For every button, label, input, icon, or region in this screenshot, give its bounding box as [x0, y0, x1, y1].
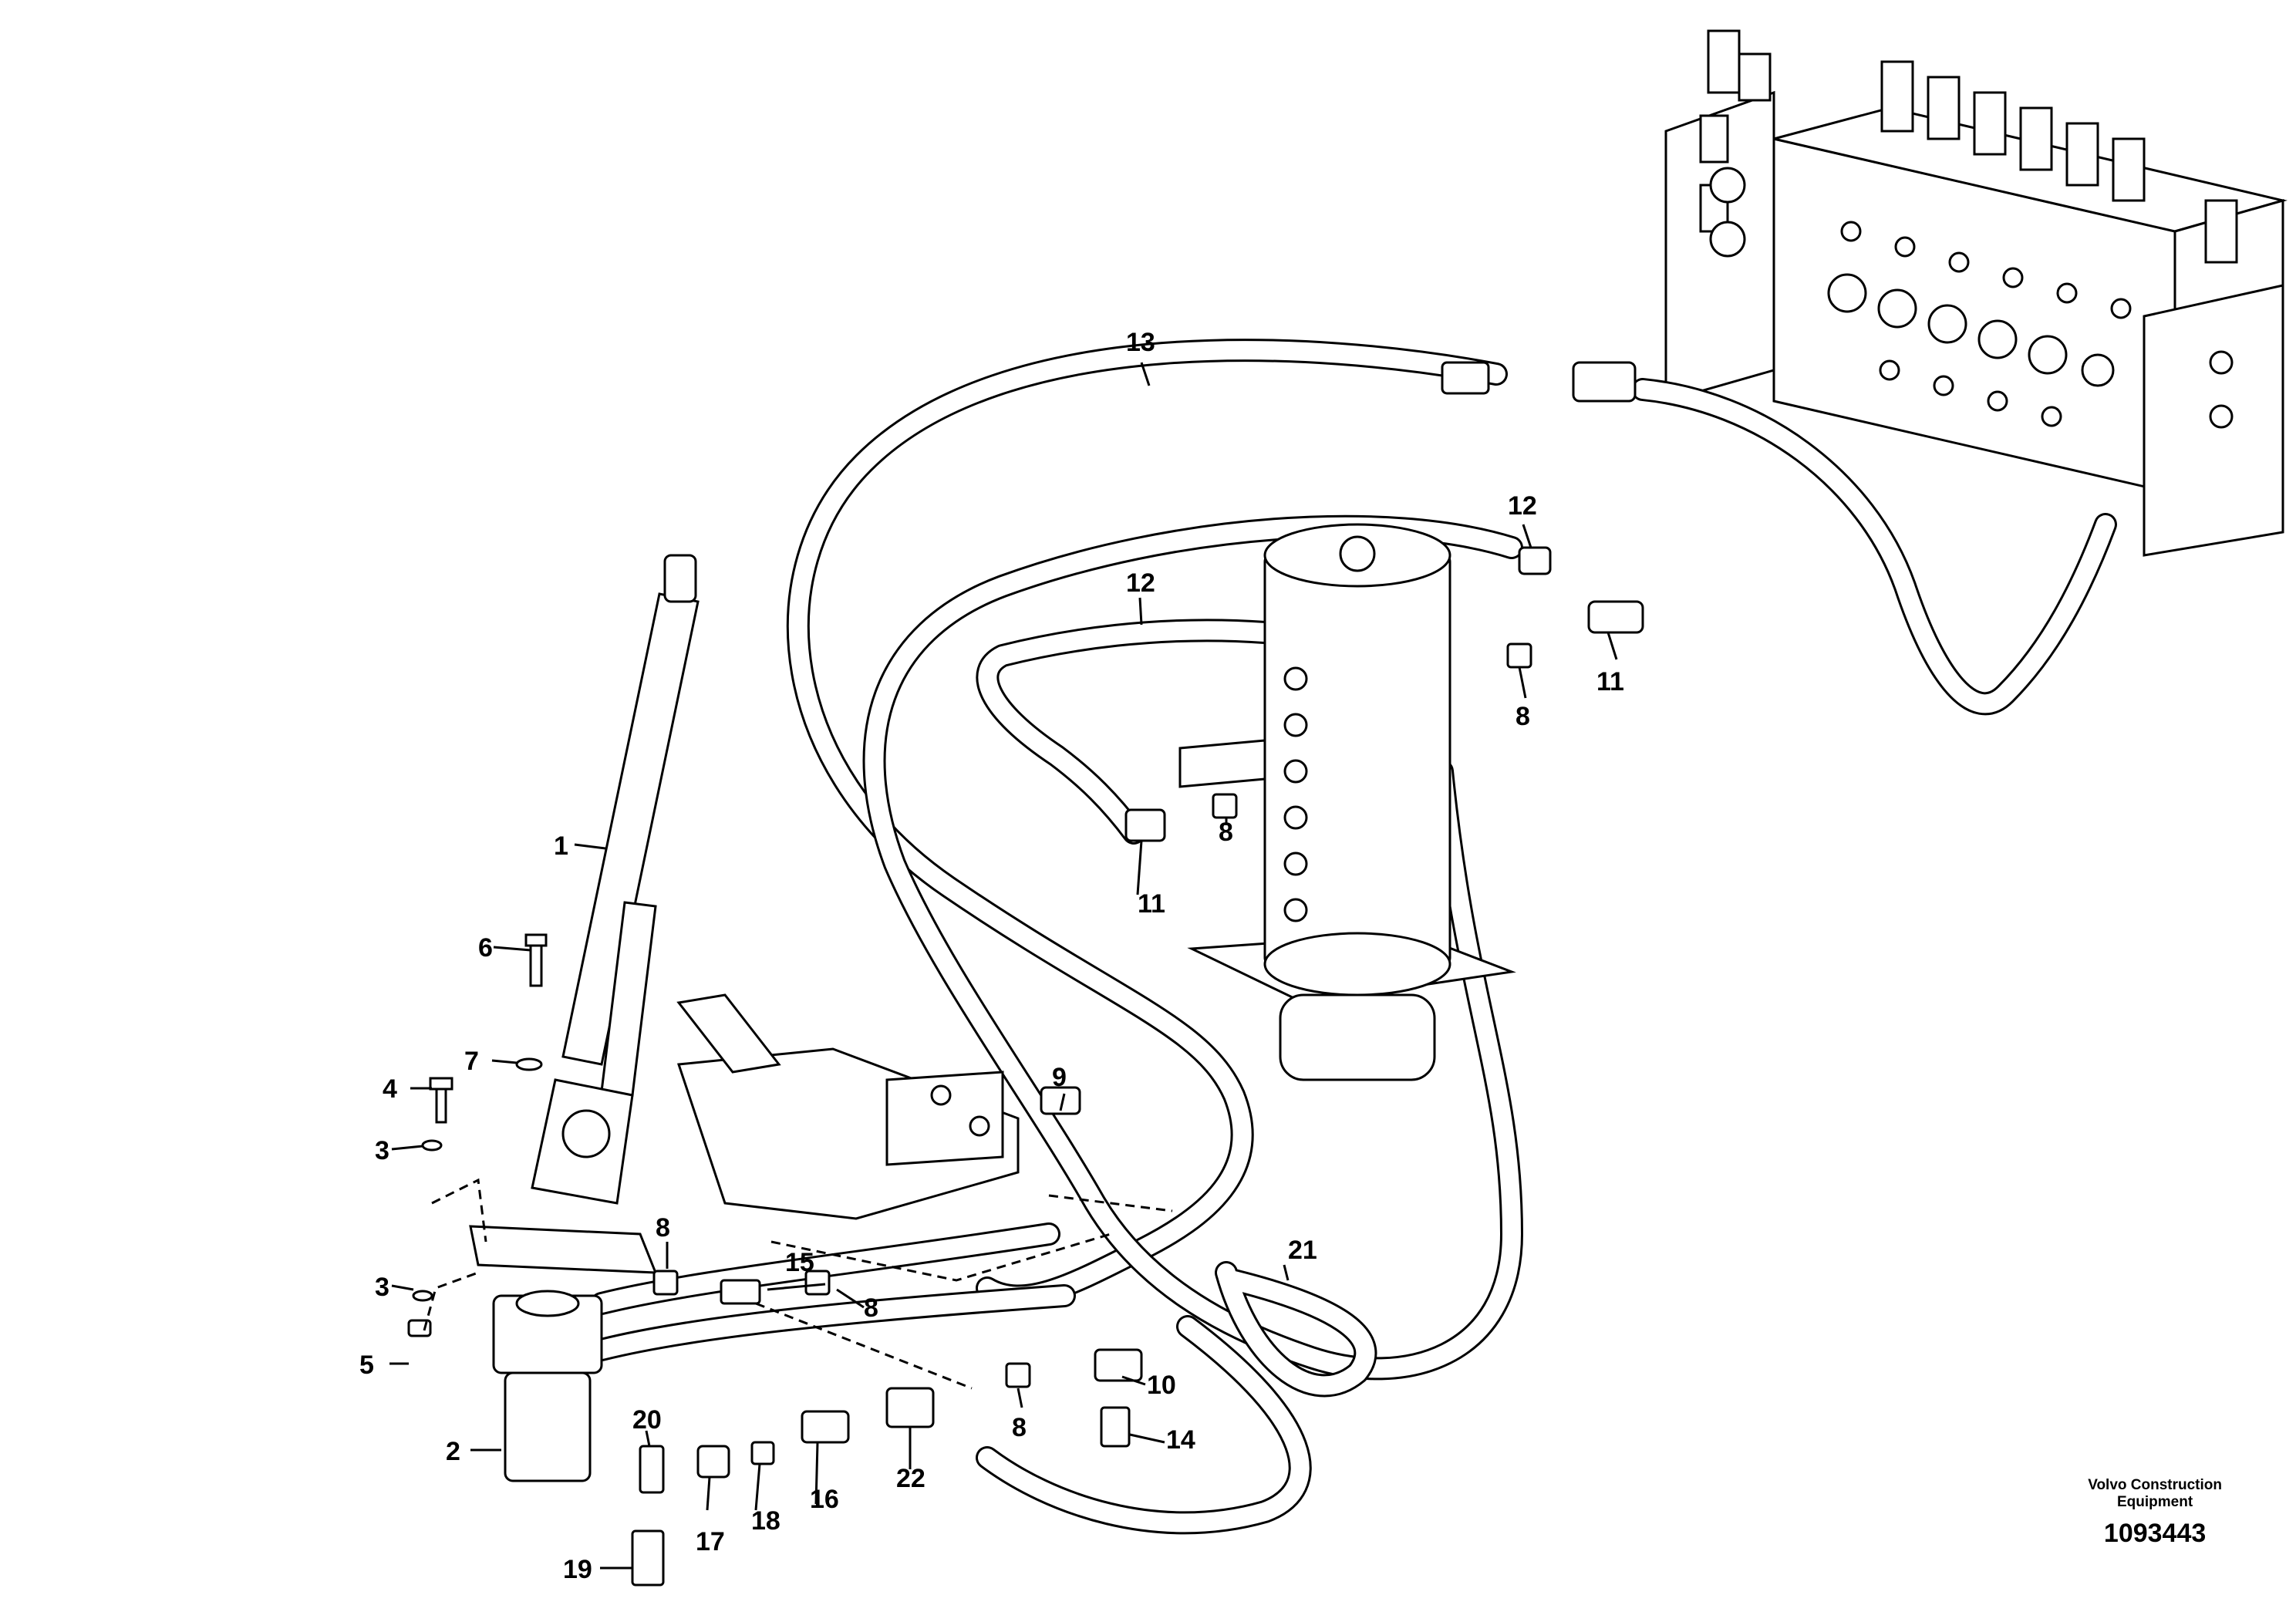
callout-22: 22	[896, 1464, 925, 1493]
callout-8c: 8	[1219, 818, 1233, 847]
callout-13: 13	[1126, 328, 1155, 357]
callout-18: 18	[751, 1506, 781, 1536]
callouts: 1 2 3 3 4 5 6 7 8 8 8 8 8 9 10 11 11 12 …	[359, 328, 1624, 1584]
callout-8a: 8	[656, 1213, 670, 1243]
company-name-line1: Volvo Construction	[2088, 1477, 2222, 1493]
hose-13	[786, 339, 1508, 1308]
callout-6: 6	[478, 933, 493, 963]
callout-17: 17	[696, 1527, 725, 1556]
hose-22	[976, 1315, 1312, 1535]
valve-ports	[1709, 167, 2234, 429]
fittings	[407, 361, 1644, 1587]
hose-12-upper	[862, 514, 1523, 1381]
callout-3a: 3	[375, 1136, 389, 1165]
steering-unit	[492, 1290, 603, 1482]
callout-3b: 3	[375, 1273, 389, 1302]
swivel-joint	[1178, 523, 1516, 1081]
hose-21	[1215, 1261, 1377, 1398]
control-valve-assembly	[1664, 29, 2288, 557]
callout-7: 7	[464, 1047, 479, 1076]
callout-16: 16	[810, 1485, 839, 1514]
dashed-references	[423, 1178, 1173, 1390]
steering-column	[469, 554, 700, 1274]
pedal-valve	[676, 993, 1020, 1220]
callout-1: 1	[554, 831, 568, 861]
hose-valve-return	[1631, 378, 2117, 716]
callout-5: 5	[359, 1351, 374, 1380]
hose-12-lower	[976, 619, 1276, 845]
footer-credit: Volvo Construction Equipment 1093443	[2088, 1477, 2222, 1549]
callout-4: 4	[383, 1074, 397, 1104]
callout-12a: 12	[1126, 568, 1155, 598]
valve-spool-caps	[1699, 29, 2238, 264]
orbitrol-pressure-lines	[590, 1222, 1076, 1361]
callout-2: 2	[446, 1437, 460, 1466]
callout-11b: 11	[1596, 667, 1624, 696]
company-name-line2: Equipment	[2117, 1494, 2193, 1510]
callout-15: 15	[785, 1248, 814, 1277]
callout-8b: 8	[864, 1293, 878, 1323]
callout-11a: 11	[1138, 889, 1165, 919]
leader-lines	[389, 362, 1618, 1570]
callout-10: 10	[1147, 1371, 1176, 1400]
callout-14: 14	[1166, 1425, 1195, 1455]
callout-19: 19	[563, 1555, 592, 1584]
drawing-number: 1093443	[2103, 1519, 2207, 1548]
callout-8d: 8	[1515, 702, 1530, 731]
callout-9: 9	[1052, 1063, 1067, 1092]
callout-20: 20	[632, 1405, 662, 1435]
callout-12b: 12	[1508, 491, 1537, 521]
callout-21: 21	[1288, 1236, 1317, 1265]
callout-8e: 8	[1012, 1413, 1027, 1442]
